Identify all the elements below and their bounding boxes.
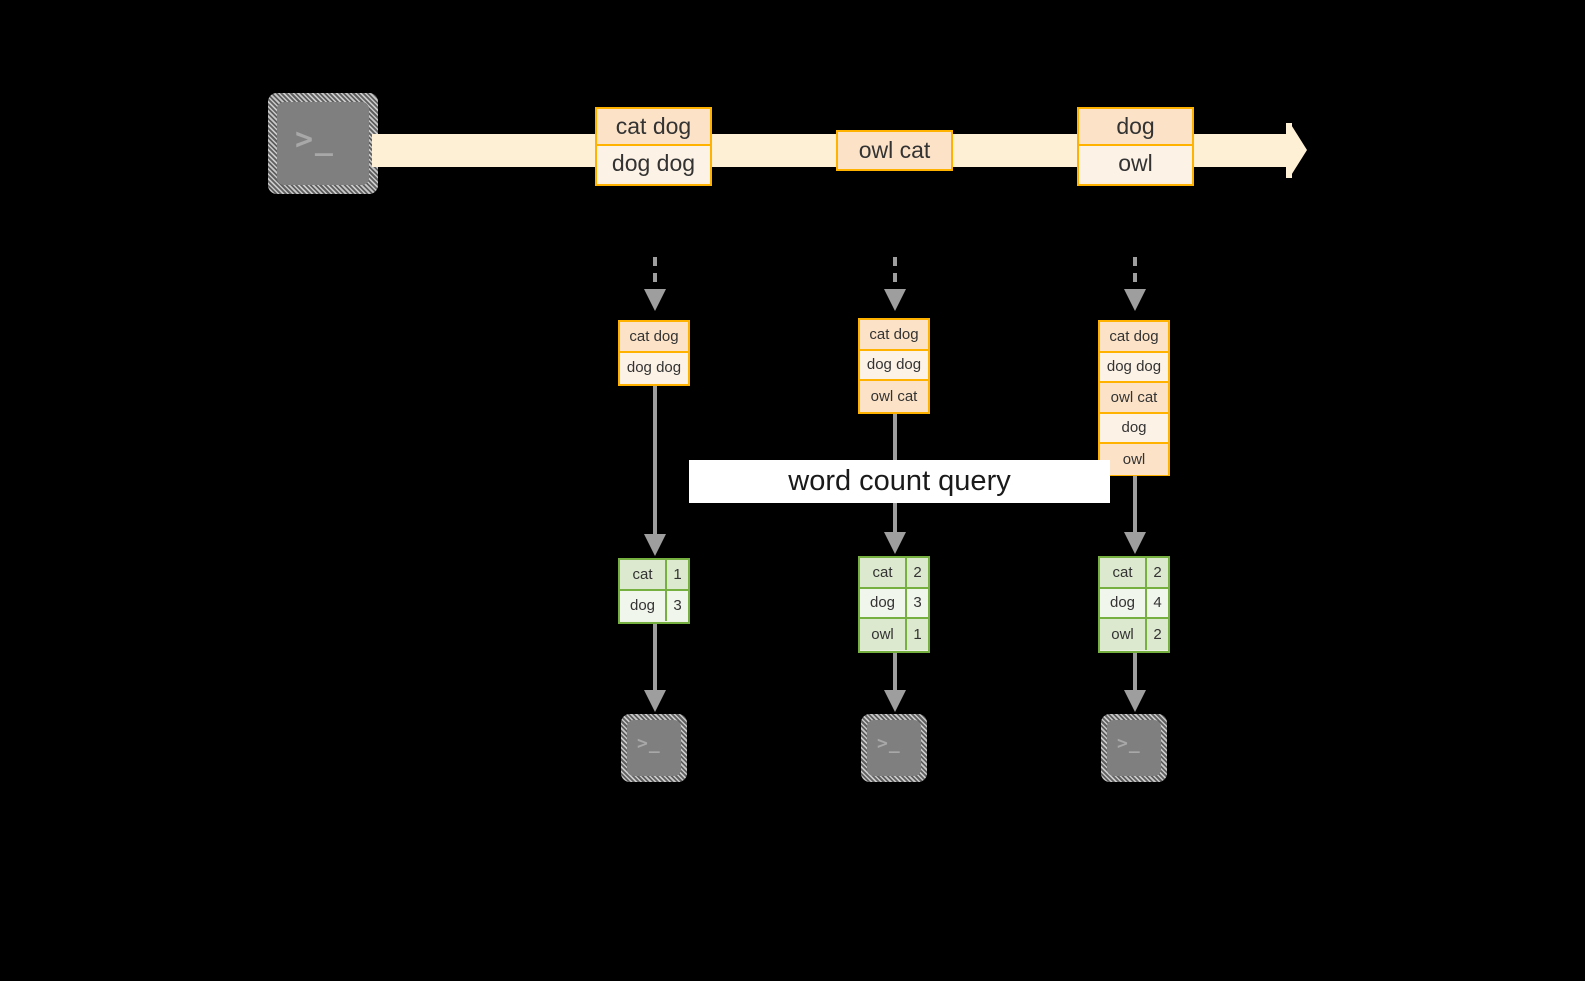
event-row: owl	[1079, 145, 1192, 182]
result-word: dog	[620, 590, 667, 621]
consumer-terminal-icon-2: >_	[861, 714, 927, 782]
result-row: cat 2	[1100, 558, 1168, 589]
result-count: 2	[907, 558, 928, 587]
stream-event-3[interactable]: dog owl	[1077, 107, 1194, 186]
result-row: cat 2	[860, 558, 928, 589]
result-row: owl 2	[1100, 619, 1168, 650]
snapshot-3-query-line	[1133, 476, 1137, 534]
snapshot-3-output-line	[1133, 653, 1137, 692]
result-row: cat 1	[620, 560, 688, 591]
stream-event-1[interactable]: cat dog dog dog	[595, 107, 712, 186]
result-count: 4	[1147, 588, 1168, 617]
snapshot-3-inbound-line	[1133, 257, 1137, 289]
snapshot-1-inbound-line	[653, 257, 657, 289]
snapshot-1-query-arrowhead	[644, 534, 666, 556]
result-word: dog	[860, 588, 907, 617]
snapshot-row: cat dog	[860, 320, 928, 351]
consumer-terminal-icon-1: >_	[621, 714, 687, 782]
snapshot-1-results[interactable]: cat 1 dog 3	[618, 558, 690, 624]
result-count: 1	[907, 619, 928, 650]
result-row: owl 1	[860, 619, 928, 650]
stream-arrow-head	[1290, 123, 1307, 177]
snapshot-row: owl	[1100, 444, 1168, 475]
event-row: dog	[1079, 109, 1192, 146]
result-count: 1	[667, 560, 688, 589]
snapshot-1-query-line	[653, 386, 657, 536]
stream-arrow-shoulder	[1286, 123, 1292, 178]
result-row: dog 4	[1100, 588, 1168, 619]
snapshot-row: dog dog	[860, 350, 928, 381]
terminal-body	[277, 102, 369, 185]
snapshot-3-output-arrowhead	[1124, 690, 1146, 712]
snapshot-2-events[interactable]: cat dog dog dog owl cat	[858, 318, 930, 414]
terminal-prompt-glyph: >_	[877, 733, 901, 754]
terminal-prompt-glyph: >_	[1117, 733, 1141, 754]
producer-terminal-icon: >_	[268, 93, 378, 194]
result-count: 2	[1147, 558, 1168, 587]
stream-event-2[interactable]: owl cat	[836, 130, 953, 171]
result-row: dog 3	[860, 588, 928, 619]
snapshot-row: dog	[1100, 413, 1168, 444]
query-label: word count query	[689, 460, 1110, 503]
result-count: 3	[667, 590, 688, 621]
event-row: dog dog	[597, 145, 710, 182]
result-count: 3	[907, 588, 928, 617]
snapshot-row: cat dog	[1100, 322, 1168, 353]
snapshot-2-results[interactable]: cat 2 dog 3 owl 1	[858, 556, 930, 653]
snapshot-3-inbound-arrowhead	[1124, 289, 1146, 311]
result-word: owl	[1100, 619, 1147, 650]
snapshot-row: owl cat	[860, 381, 928, 412]
snapshot-2-inbound-line	[893, 257, 897, 289]
terminal-body	[1107, 720, 1161, 776]
terminal-body	[867, 720, 921, 776]
terminal-prompt-glyph: >_	[295, 122, 335, 157]
result-row: dog 3	[620, 590, 688, 621]
result-word: cat	[860, 558, 907, 587]
terminal-body	[627, 720, 681, 776]
snapshot-3-query-arrowhead	[1124, 532, 1146, 554]
snapshot-1-output-arrowhead	[644, 690, 666, 712]
snapshot-1-events[interactable]: cat dog dog dog	[618, 320, 690, 386]
snapshot-row: owl cat	[1100, 383, 1168, 414]
result-word: cat	[620, 560, 667, 589]
snapshot-row: cat dog	[620, 322, 688, 353]
snapshot-2-inbound-arrowhead	[884, 289, 906, 311]
snapshot-2-query-arrowhead	[884, 532, 906, 554]
snapshot-row: dog dog	[1100, 352, 1168, 383]
result-count: 2	[1147, 619, 1168, 650]
snapshot-2-output-line	[893, 653, 897, 692]
event-row: cat dog	[597, 109, 710, 146]
result-word: dog	[1100, 588, 1147, 617]
snapshot-1-output-line	[653, 624, 657, 692]
snapshot-3-events[interactable]: cat dog dog dog owl cat dog owl	[1098, 320, 1170, 476]
snapshot-2-output-arrowhead	[884, 690, 906, 712]
result-word: cat	[1100, 558, 1147, 587]
event-row: owl cat	[838, 132, 951, 169]
consumer-terminal-icon-3: >_	[1101, 714, 1167, 782]
result-word: owl	[860, 619, 907, 650]
terminal-prompt-glyph: >_	[637, 733, 661, 754]
snapshot-row: dog dog	[620, 352, 688, 383]
snapshot-1-inbound-arrowhead	[644, 289, 666, 311]
snapshot-3-results[interactable]: cat 2 dog 4 owl 2	[1098, 556, 1170, 653]
